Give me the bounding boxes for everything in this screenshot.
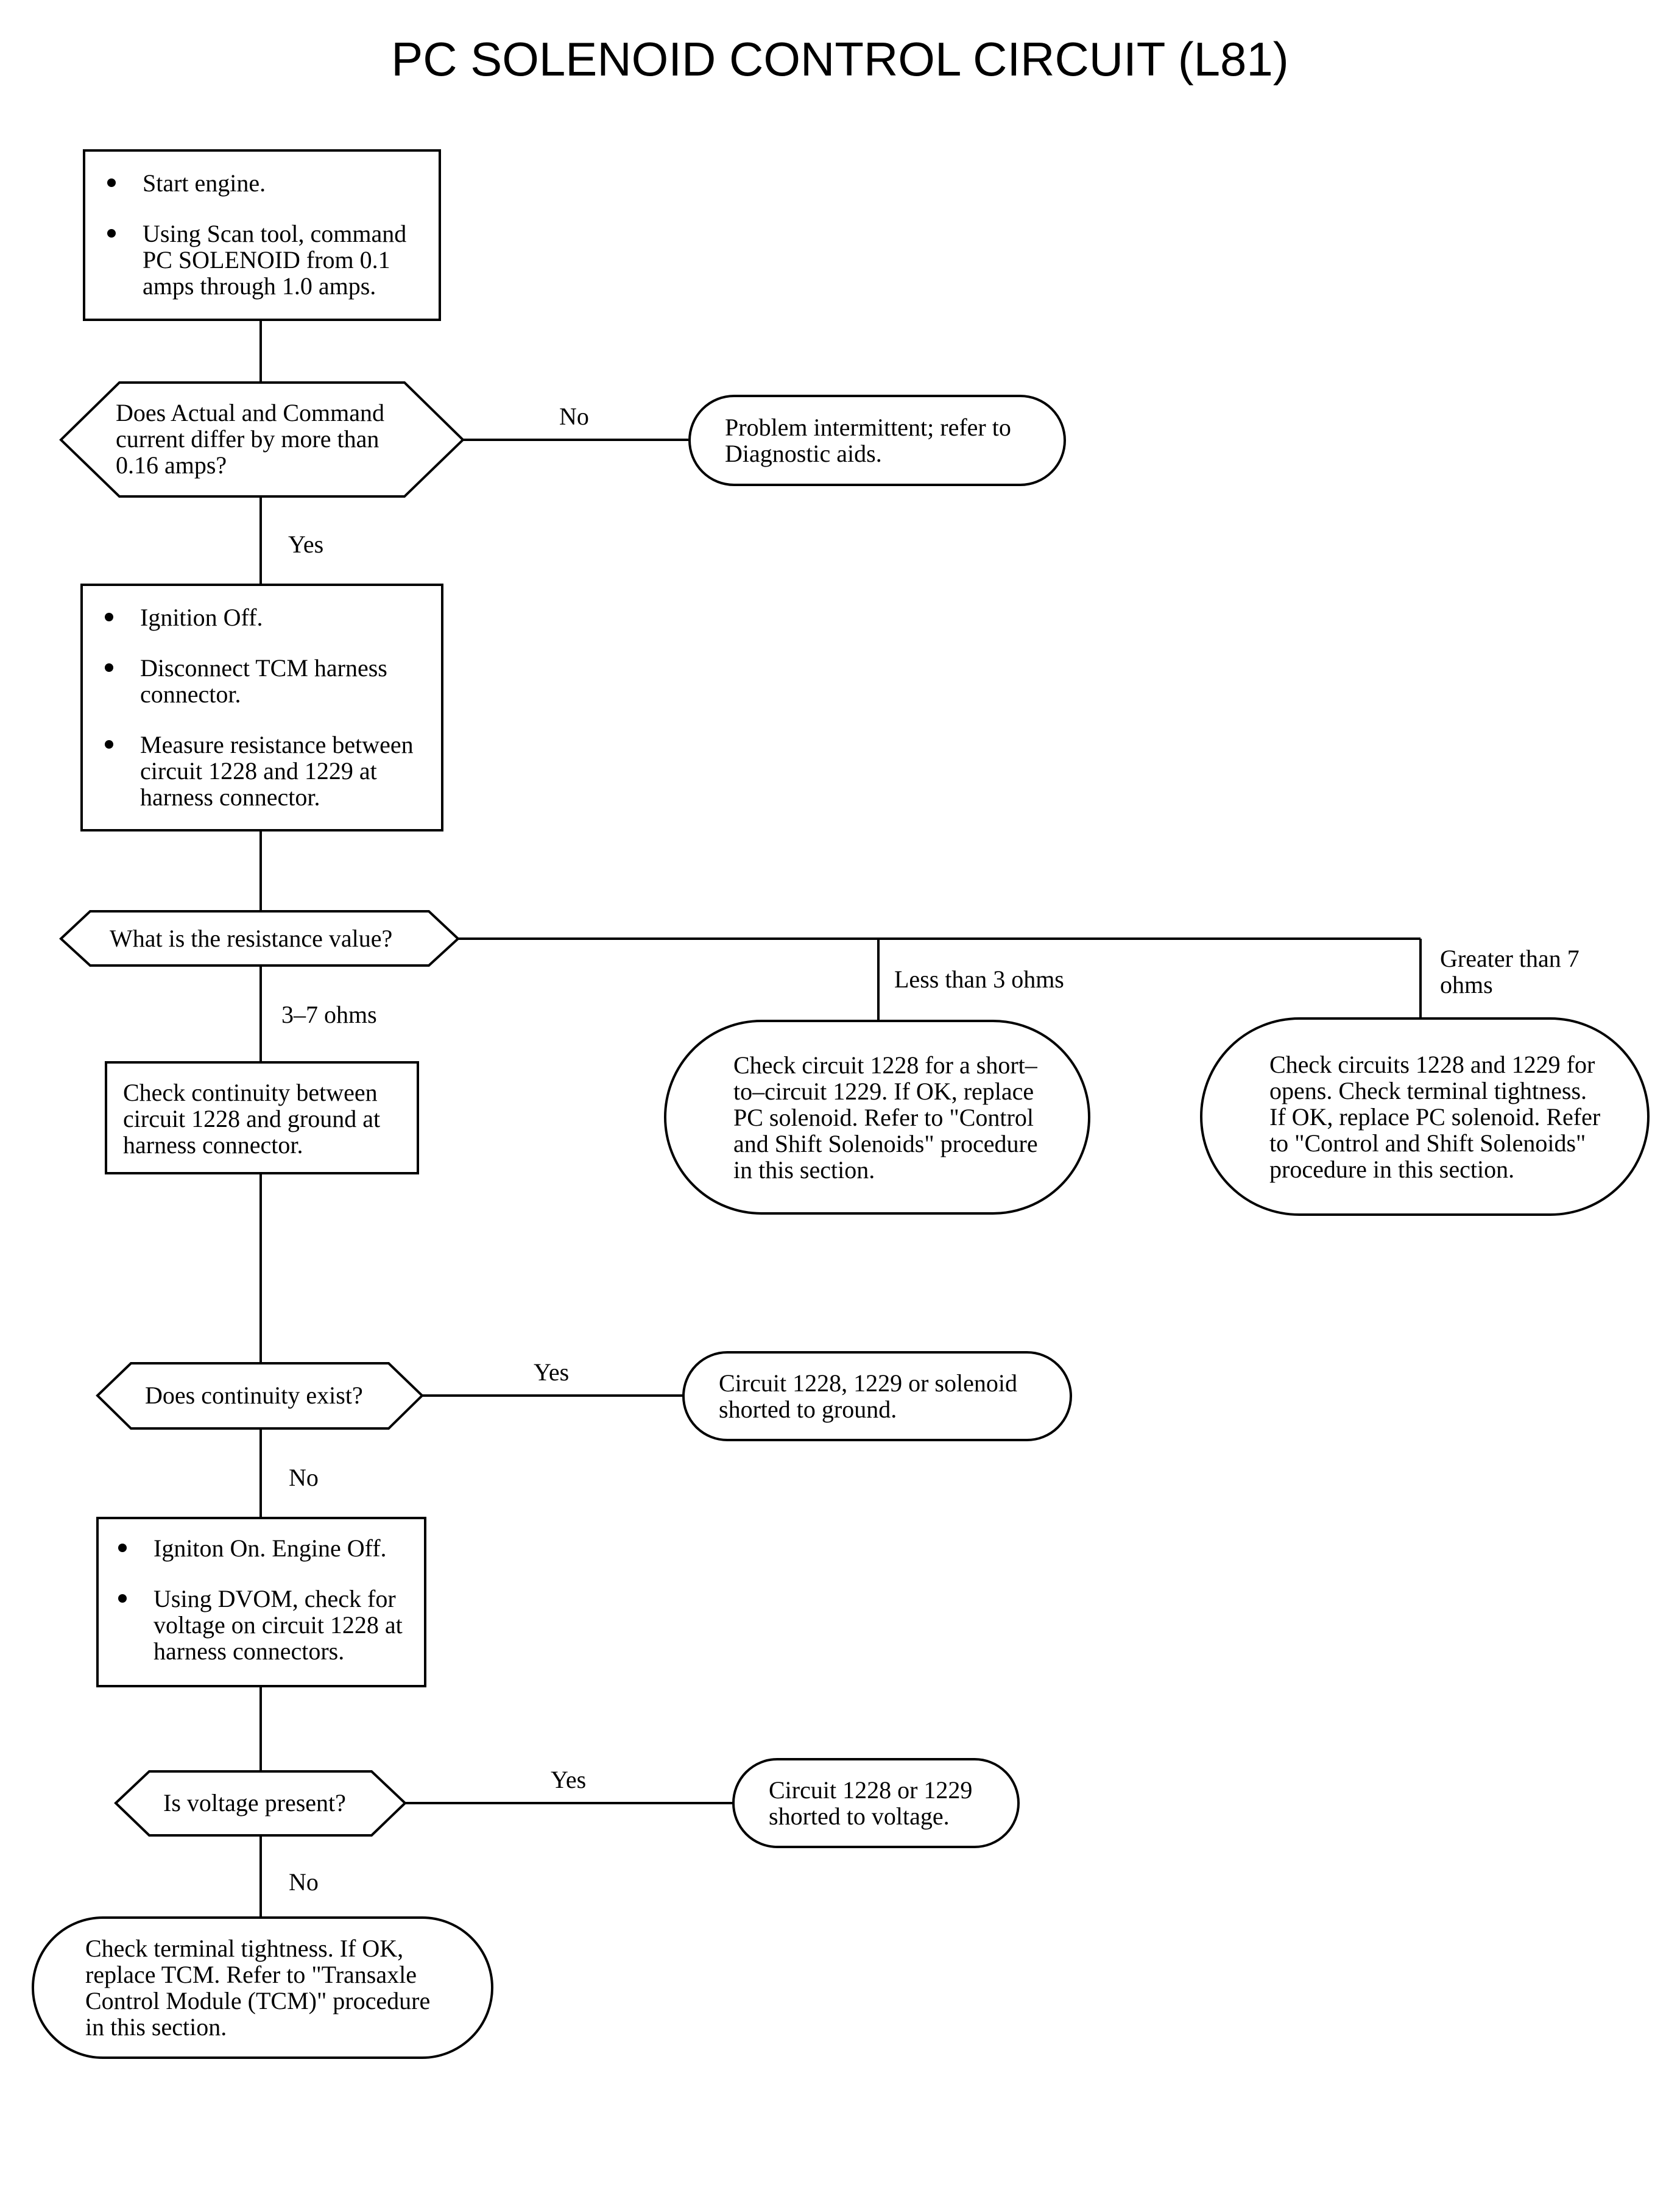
decision-voltage-shape xyxy=(114,1770,407,1837)
step-ignition-item-2: Disconnect TCM harness connector. xyxy=(97,655,426,707)
step-start-item-2: Using Scan tool, command PC SOLENOID fro… xyxy=(100,221,424,299)
result-shorted-ground-text: Circuit 1228, 1229 or solenoid shorted t… xyxy=(719,1369,1017,1423)
step-voltage-item-1: Igniton On. Engine Off. xyxy=(111,1535,412,1561)
result-intermittent-text: Problem intermittent; refer to Diagnosti… xyxy=(725,414,1011,467)
label-no-1: No xyxy=(559,403,589,430)
result-shorted-voltage-text: Circuit 1228 or 1229 shorted to voltage. xyxy=(769,1776,973,1830)
step-ignition-item-1: Ignition Off. xyxy=(97,604,426,630)
label-greater-than-7: Greater than 7 ohms xyxy=(1440,945,1579,998)
result-opens: Check circuits 1228 and 1229 for opens. … xyxy=(1200,1017,1650,1216)
result-shorted-voltage: Circuit 1228 or 1229 shorted to voltage. xyxy=(732,1758,1020,1848)
step-continuity-check: Check continuity between circuit 1228 an… xyxy=(105,1061,419,1174)
decision-resistance: What is the resistance value? xyxy=(110,925,393,952)
decision-voltage: Is voltage present? xyxy=(163,1789,346,1816)
decision-current-differ: Does Actual and Command current differ b… xyxy=(116,399,385,479)
result-shorted-ground: Circuit 1228, 1229 or solenoid shorted t… xyxy=(682,1351,1072,1441)
step-ignition-off: Ignition Off. Disconnect TCM harness con… xyxy=(80,584,443,831)
result-short-to-1229: Check circuit 1228 for a short–to–circui… xyxy=(664,1020,1090,1215)
label-3-7-ohms: 3–7 ohms xyxy=(281,1001,377,1028)
label-yes-2: Yes xyxy=(534,1358,570,1386)
result-short-to-1229-text: Check circuit 1228 for a short–to–circui… xyxy=(733,1051,1038,1184)
result-opens-text: Check circuits 1228 and 1229 for opens. … xyxy=(1269,1050,1601,1183)
step-start-item-1: Start engine. xyxy=(100,170,424,196)
step-voltage-check: Igniton On. Engine Off. Using DVOM, chec… xyxy=(96,1517,426,1687)
result-intermittent: Problem intermittent; refer to Diagnosti… xyxy=(688,395,1066,486)
step-ignition-item-3: Measure resistance between circuit 1228 … xyxy=(97,732,426,810)
result-replace-tcm-text: Check terminal tightness. If OK, replace… xyxy=(85,1935,431,2041)
decision-continuity-shape xyxy=(96,1362,424,1430)
label-less-than-3: Less than 3 ohms xyxy=(894,966,1064,993)
label-yes-1: Yes xyxy=(288,531,324,558)
decision-resistance-shape xyxy=(59,910,460,967)
decision-current-differ-shape xyxy=(59,381,465,498)
label-no-3: No xyxy=(289,1868,319,1896)
step-start-engine: Start engine. Using Scan tool, command P… xyxy=(83,149,441,321)
label-no-2: No xyxy=(289,1464,319,1491)
step-voltage-item-2: Using DVOM, check for voltage on circuit… xyxy=(111,1586,412,1664)
page-title: PC SOLENOID CONTROL CIRCUIT (L81) xyxy=(391,32,1289,86)
decision-continuity: Does continuity exist? xyxy=(145,1382,363,1409)
step-continuity-text: Check continuity between circuit 1228 an… xyxy=(123,1079,381,1159)
label-yes-3: Yes xyxy=(551,1766,587,1793)
result-replace-tcm: Check terminal tightness. If OK, replace… xyxy=(32,1916,493,2059)
